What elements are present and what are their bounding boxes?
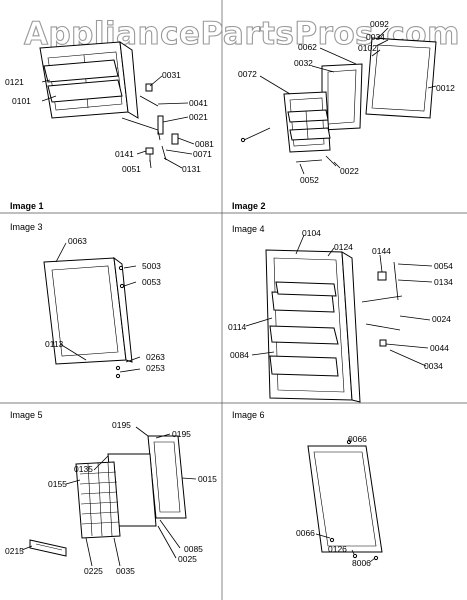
part-label: 0062 [298,42,317,52]
part-label: 0066 [296,528,315,538]
part-label: 0113 [45,339,64,349]
part-label: 0131 [182,164,201,174]
part-label: 0032 [294,58,313,68]
panel-title: Image 4 [232,224,265,234]
door-hinge-parts [361,261,403,347]
panel-image-2: 0092 0034 0102 0062 0032 0072 0012 0052 … [232,19,455,211]
panel-image-5: 0195 0195 0135 0015 0155 0085 0025 0215 … [5,410,217,576]
part-label: 0135 [74,464,93,474]
part-label: 0035 [116,566,135,576]
part-label: 0044 [430,343,449,353]
part-label: 0031 [162,70,181,80]
door-frame [43,256,133,365]
part-label: 0025 [178,554,197,564]
part-label: 0041 [189,98,208,108]
panel-title: Image 6 [232,410,265,420]
part-label: 0034 [366,32,385,42]
part-label: 5003 [142,261,161,271]
panel-image-1: 0121 0101 0031 0041 0021 0081 0071 0141 … [5,40,214,211]
freezer-door-assembly [39,40,139,119]
part-label: 0141 [115,149,134,159]
part-label: 8006 [352,558,371,568]
part-label: 0101 [12,96,31,106]
part-label: 0051 [122,164,141,174]
panel-title: Image 1 [10,201,44,211]
part-label: 0034 [424,361,443,371]
part-label: 0066 [348,434,367,444]
part-label: 0104 [302,228,321,238]
part-label: 0084 [230,350,249,360]
part-label: 0053 [142,277,161,287]
fresh-food-door [265,249,361,403]
part-label: 0126 [328,544,347,554]
part-label: 0021 [189,112,208,122]
part-label: 0092 [370,19,389,29]
part-label: 0052 [300,175,319,185]
panel-image-3: 0063 5003 0053 0113 0263 0253 Image 3 [10,222,165,379]
part-label: 0195 [172,429,191,439]
panel-title: Image 3 [10,222,43,232]
part-label: 0085 [184,544,203,554]
part-label: 0215 [5,546,24,556]
loose-parts [240,127,337,167]
freezer-drawer-front [75,435,187,539]
part-label: 0015 [198,474,217,484]
door-gasket-frame [321,37,437,131]
panel-title: Image 5 [10,410,43,420]
part-label: 0063 [68,236,87,246]
part-label: 0054 [434,261,453,271]
part-label: 0253 [146,363,165,373]
panel-image-6: 0066 0066 0126 8006 Image 6 [232,410,383,568]
part-label: 0081 [195,139,214,149]
part-label: 0144 [372,246,391,256]
part-label: 0102 [358,43,377,53]
part-label: 0024 [432,314,451,324]
part-label: 0114 [228,322,247,332]
part-label: 0134 [434,277,453,287]
part-label: 0121 [5,77,24,87]
door-gasket [307,445,383,553]
part-label: 0022 [340,166,359,176]
part-label: 0155 [48,479,67,489]
part-label: 0195 [112,420,131,430]
door-liner-with-shelves [283,91,331,153]
panel-image-4: 0104 0124 0144 0054 0134 0114 0024 0084 … [228,224,453,403]
part-label: 0071 [193,149,212,159]
part-label: 0263 [146,352,165,362]
panel-title: Image 2 [232,201,266,211]
part-label: 0124 [334,242,353,252]
drawer-slide [29,539,67,557]
part-label: 0225 [84,566,103,576]
part-label: 0012 [436,83,455,93]
part-label: 0072 [238,69,257,79]
